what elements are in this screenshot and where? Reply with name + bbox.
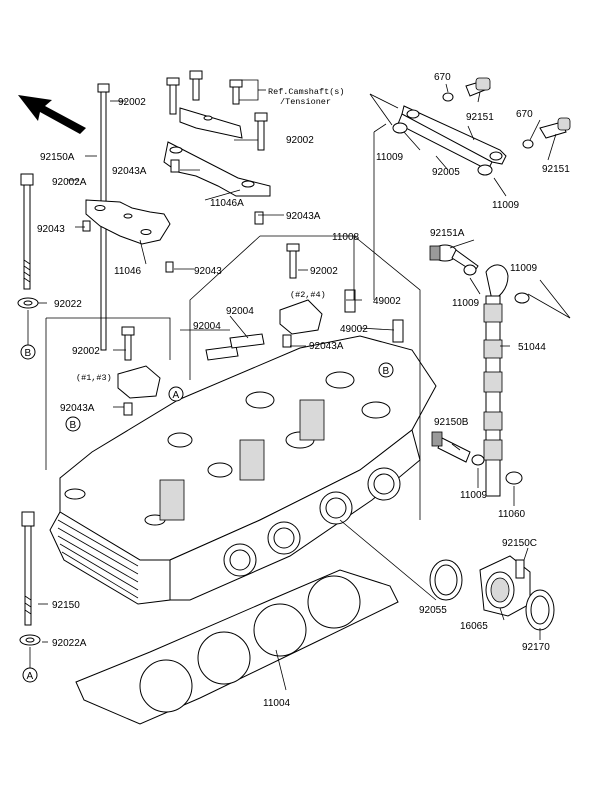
- label-92150b: 92150B: [434, 417, 469, 428]
- label-11004: 11004: [263, 698, 291, 709]
- stud-bolt-92150: [21, 511, 35, 626]
- camshaft-cap-11046a: [163, 107, 271, 197]
- label-92022: 92022: [54, 299, 82, 310]
- front-direction-arrow: [18, 95, 86, 134]
- label-11046: 11046: [114, 266, 142, 277]
- label-49002-a: 49002: [373, 296, 401, 307]
- label-92002-b: 92002: [286, 135, 314, 146]
- ref-note-line2: /Tensioner: [280, 97, 331, 107]
- marker-a-lower-left: A: [22, 647, 38, 683]
- dowel-pins-92004: [205, 333, 265, 361]
- label-11046a: 11046A: [210, 198, 244, 209]
- label-92043a-mid: 92043A: [286, 211, 321, 222]
- label-92151-b: 92151: [542, 164, 570, 175]
- label-92043-left: 92043: [37, 224, 65, 235]
- camshaft-cap-11046: [85, 199, 171, 245]
- label-92002-a: 92002: [118, 97, 146, 108]
- washer-92022: [17, 297, 39, 309]
- label-92043-mid: 92043: [194, 266, 222, 277]
- head-gasket: [75, 569, 399, 725]
- marker-a-lower-left-text: A: [27, 671, 34, 682]
- label-11008: 11008: [332, 232, 360, 243]
- label-92170: 92170: [522, 642, 550, 653]
- exhaust-ports: [223, 467, 401, 577]
- marker-a-head-text: A: [173, 390, 180, 401]
- cooling-fins: [57, 519, 139, 599]
- marker-b-right-text: B: [383, 366, 390, 377]
- cylinder-head: [49, 335, 437, 605]
- label-92055: 92055: [419, 605, 447, 616]
- label-11009-c: 11009: [510, 263, 538, 274]
- marker-b-head-text: B: [70, 420, 77, 431]
- label-49002-b: 49002: [340, 324, 368, 335]
- label-92151a-mid: 92151A: [430, 228, 465, 239]
- stud-bolt-92002a: [20, 173, 34, 290]
- washer-92022a: [19, 634, 41, 646]
- label-92043a-top: 92043A: [112, 166, 147, 177]
- label-11009-a: 11009: [376, 152, 404, 163]
- label-92043a-low: 92043A: [309, 341, 344, 352]
- oil-pipe-assembly: [429, 244, 530, 497]
- dowel-pins: [82, 159, 292, 416]
- label-92002a: 92002A: [52, 177, 87, 188]
- label-92150a: 92150A: [40, 152, 75, 163]
- ref-note-line1: Ref.Camshaft(s): [268, 87, 345, 97]
- label-92150c: 92150C: [502, 538, 537, 549]
- cam-cap-pieces: [117, 243, 404, 399]
- callout-lines: [38, 83, 571, 691]
- head-markers: A B B: [65, 362, 394, 432]
- camshaft-reference-note: Ref.Camshaft(s) /Tensioner: [238, 79, 399, 126]
- label-11060: 11060: [498, 509, 526, 520]
- label-670-b: 670: [516, 109, 533, 120]
- position-note-2-4: (#2,#4): [290, 290, 326, 300]
- label-11009-e: 11009: [460, 490, 488, 501]
- marker-b-left-text: B: [25, 348, 32, 359]
- marker-b-left: B: [20, 310, 36, 360]
- label-92151-a: 92151: [466, 112, 494, 123]
- label-92022a: 92022A: [52, 638, 87, 649]
- label-16065: 16065: [460, 621, 488, 632]
- label-92005: 92005: [432, 167, 460, 178]
- label-92043a-left: 92043A: [60, 403, 95, 414]
- label-92004-b: 92004: [193, 321, 221, 332]
- label-92004-a: 92004: [226, 306, 254, 317]
- intake-holder-assembly: [429, 555, 555, 631]
- label-92150: 92150: [52, 600, 80, 611]
- label-11009-b: 11009: [492, 200, 520, 211]
- part-labels: 670 670 92151 92151 92002 92002 92150A 9…: [37, 72, 570, 709]
- chain-guide-92005: [392, 77, 571, 176]
- label-670-a: 670: [434, 72, 451, 83]
- position-note-1-3: (#1,#3): [76, 373, 112, 383]
- label-92002-d: 92002: [72, 346, 100, 357]
- bolt-set-top: [166, 70, 268, 151]
- label-11009-d: 11009: [452, 298, 480, 309]
- label-92002-c: 92002: [310, 266, 338, 277]
- label-51044: 51044: [518, 342, 546, 353]
